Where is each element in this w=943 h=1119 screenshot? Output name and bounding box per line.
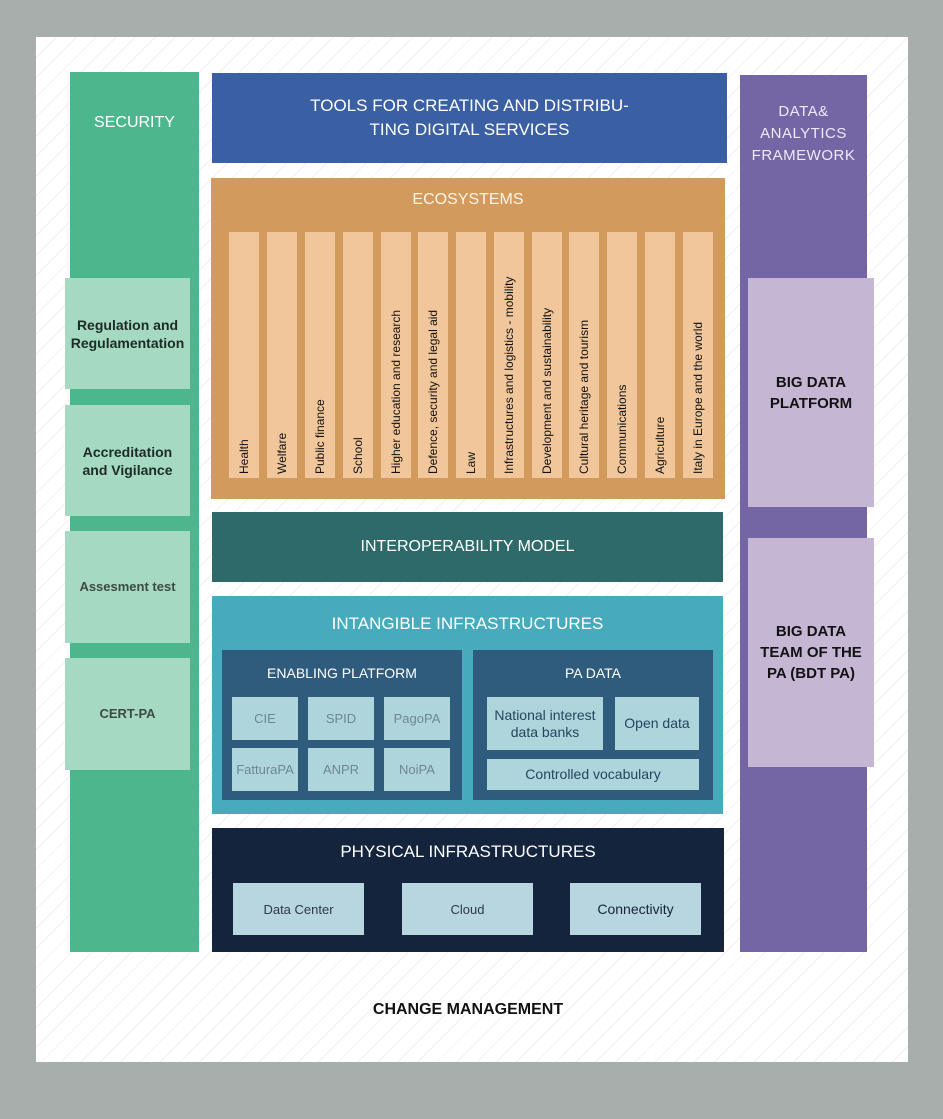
ecosystem-label: Public finance bbox=[313, 399, 327, 474]
connectivity-tile: Connectivity bbox=[570, 883, 701, 935]
ecosystem-label: Defence, security and legal aid bbox=[426, 309, 440, 474]
pa-data-title: PA DATA bbox=[564, 665, 621, 681]
ecosystem-label: Cultural heritage and tourism bbox=[577, 319, 591, 474]
ecosystems-title: ECOSYSTEMS bbox=[412, 191, 524, 208]
tools-block: TOOLS FOR CREATING AND DISTRIBU- TING DI… bbox=[212, 73, 727, 163]
platform-tile-anpr: ANPR bbox=[308, 748, 374, 791]
ecosystem-item: School bbox=[343, 232, 373, 478]
cloud-tile: Cloud bbox=[402, 883, 533, 935]
enabling-platform-title: ENABLING PLATFORM bbox=[267, 665, 417, 681]
big-data-platform: BIG DATA PLATFORM bbox=[748, 278, 874, 507]
big-data-team: BIG DATA TEAM OF THE PA (BDT PA) bbox=[748, 538, 874, 767]
ecosystem-label: Communications bbox=[615, 384, 629, 474]
ecosystem-item: Health bbox=[229, 232, 259, 478]
security-title: SECURITY bbox=[94, 114, 175, 131]
ecosystem-label: Infrastructures and logistics - mobility bbox=[502, 276, 516, 474]
platform-tile-spid: SPID bbox=[308, 697, 374, 740]
ecosystem-label: Italy in Europe and the world bbox=[691, 321, 705, 474]
data-center-tile: Data Center bbox=[233, 883, 364, 935]
ecosystem-label: Health bbox=[237, 439, 251, 474]
ecosystem-label: Welfare bbox=[275, 432, 289, 474]
platform-tile-cie: CIE bbox=[232, 697, 298, 740]
open-data: Open data bbox=[615, 697, 699, 750]
security-item-assessment: Assesment test bbox=[65, 531, 190, 643]
ecosystem-item: Communications bbox=[607, 232, 637, 478]
change-management-label: CHANGE MANAGEMENT bbox=[372, 1001, 564, 1018]
national-interest-data-banks: National interest data banks bbox=[487, 697, 603, 750]
data-analytics-title: DATA& ANALYTICS FRAMEWORK bbox=[751, 103, 856, 164]
ecosystem-item: Cultural heritage and tourism bbox=[569, 232, 599, 478]
ecosystem-label: School bbox=[351, 437, 365, 474]
platform-tile-noipa: NoiPA bbox=[384, 748, 450, 791]
security-item-regulation: Regulation and Regulamentation bbox=[65, 278, 190, 389]
security-item-cert-pa: CERT-PA bbox=[65, 658, 190, 770]
ecosystem-item: Higher education and research bbox=[381, 232, 411, 478]
intangible-title: INTANGIBLE INFRASTRUCTURES bbox=[331, 614, 604, 633]
ecosystem-item: Agriculture bbox=[645, 232, 675, 478]
ecosystem-label: Higher education and research bbox=[389, 309, 403, 474]
ecosystem-item: Infrastructures and logistics - mobility bbox=[494, 232, 524, 478]
ecosystem-item: Welfare bbox=[267, 232, 297, 478]
ecosystem-item: Italy in Europe and the world bbox=[683, 232, 713, 478]
ecosystem-item: Law bbox=[456, 232, 486, 478]
security-item-accreditation: Accreditation and Vigilance bbox=[65, 405, 190, 516]
physical-title: PHYSICAL INFRASTRUCTURES bbox=[340, 842, 596, 861]
data-analytics-column bbox=[740, 75, 867, 952]
ecosystem-item: Defence, security and legal aid bbox=[418, 232, 448, 478]
ecosystem-item: Development and sustainability bbox=[532, 232, 562, 478]
platform-tile-pagopa: PagoPA bbox=[384, 697, 450, 740]
interoperability-model: INTEROPERABILITY MODEL bbox=[212, 512, 723, 582]
platform-tile-fatturapa: FatturaPA bbox=[232, 748, 298, 791]
ecosystem-label: Development and sustainability bbox=[540, 307, 554, 474]
controlled-vocabulary: Controlled vocabulary bbox=[487, 759, 699, 790]
ecosystem-item: Public finance bbox=[305, 232, 335, 478]
ecosystem-label: Agriculture bbox=[653, 416, 667, 474]
ecosystem-label: Law bbox=[464, 451, 478, 474]
